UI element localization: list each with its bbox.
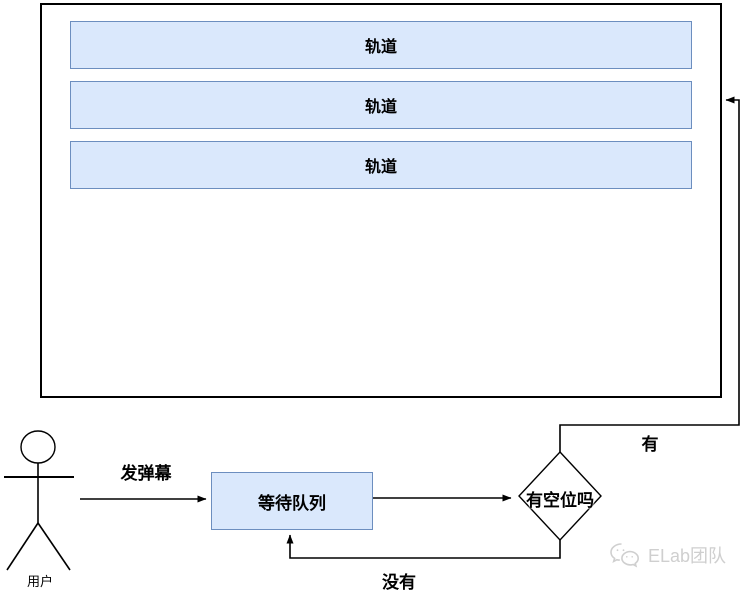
actor-leg-right	[37, 522, 71, 571]
no-label: 没有	[382, 573, 416, 592]
watermark: ELab团队	[608, 541, 726, 569]
decision-label: 有空位吗	[526, 491, 594, 510]
track-bar: 轨道	[70, 141, 692, 189]
yes-label: 有	[641, 435, 659, 454]
send-label: 发弹幕	[120, 464, 172, 483]
track-label: 轨道	[364, 159, 397, 176]
wechat-icon	[610, 543, 640, 568]
actor-head	[20, 430, 56, 464]
queue-box: 等待队列	[211, 472, 373, 530]
actor-leg-left	[6, 522, 39, 571]
track-bar: 轨道	[70, 21, 692, 69]
track-bar: 轨道	[70, 81, 692, 129]
watermark-text: ELab团队	[648, 546, 727, 566]
track-label: 轨道	[364, 99, 397, 116]
actor-label: 用户	[26, 574, 53, 589]
queue-label: 等待队列	[258, 493, 326, 513]
actor-figure	[4, 430, 74, 571]
track-label: 轨道	[364, 39, 397, 56]
no-path-arrow	[286, 534, 561, 559]
